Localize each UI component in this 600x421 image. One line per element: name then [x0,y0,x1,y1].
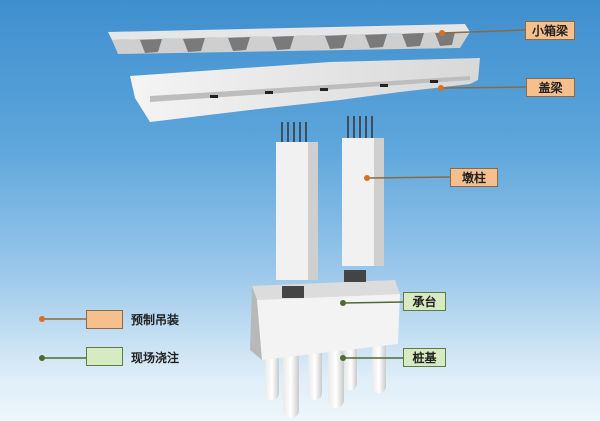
legend-swatch-cast-in-place [86,347,123,366]
leader-lines [42,29,527,359]
pier-columns [276,116,384,280]
leader-dots [39,30,445,361]
legend-label-cast-in-place: 现场浇注 [131,351,180,365]
pile-cap [250,270,400,360]
legend-label-precast: 预制吊装 [131,313,180,327]
label-cap-beam: 盖梁 [526,78,575,97]
label-pile-cap: 承台 [403,292,446,311]
box-girders [108,24,470,54]
label-pier-column: 墩柱 [450,168,498,187]
piles [265,338,386,418]
label-box-girder: 小箱梁 [525,21,575,40]
cap-beam [130,58,480,122]
label-pile-foundation: 桩基 [403,348,446,367]
legend-swatch-precast [86,310,123,329]
